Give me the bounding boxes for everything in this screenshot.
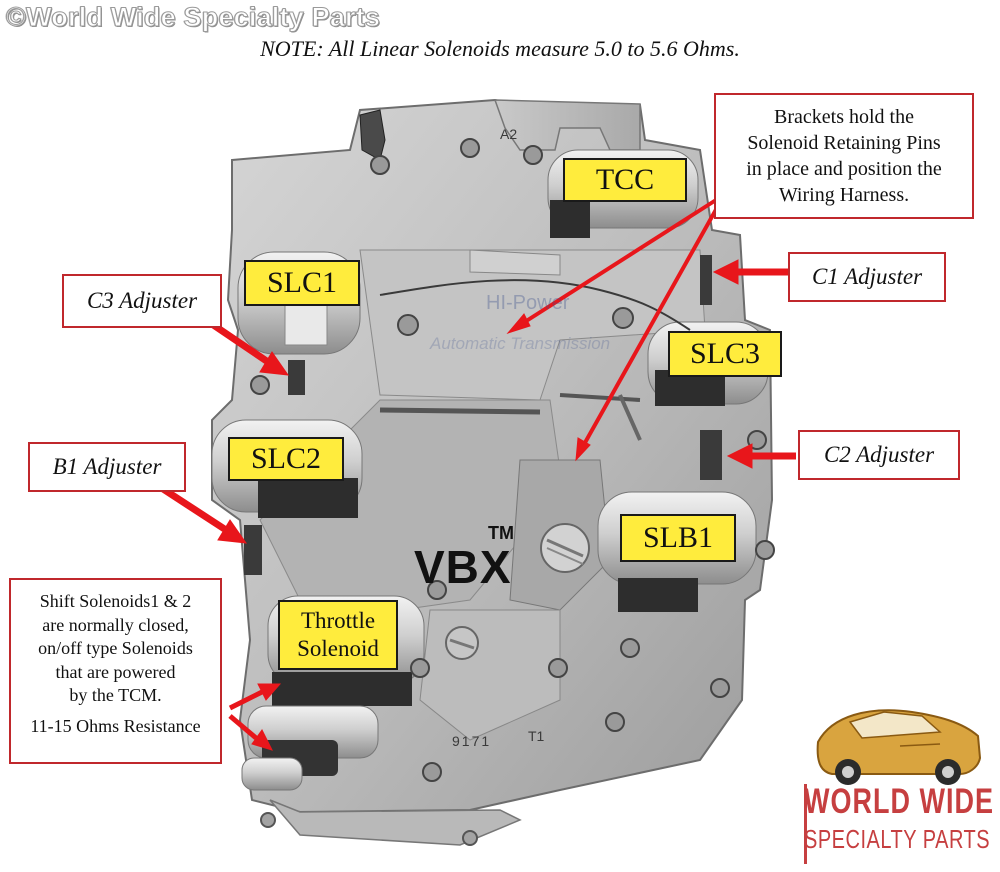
cast-mark-a2: A2	[500, 126, 518, 142]
retaining-brackets	[244, 109, 722, 575]
logo-line-2: SPECIALTY PARTS	[804, 826, 991, 855]
pointer-arrows	[158, 198, 796, 751]
label-throttle-solenoid: Throttle Solenoid	[278, 600, 398, 670]
c3-adjuster-callout: C3 Adjuster	[62, 274, 222, 328]
logo-line-1: WORLD WIDE	[804, 782, 994, 821]
cast-mark-code: 9171	[452, 733, 492, 749]
ohms-note: NOTE: All Linear Solenoids measure 5.0 t…	[260, 36, 740, 61]
shift-solenoids	[241, 705, 379, 791]
watermark-brand: HI-Power	[486, 292, 570, 314]
b1-adjuster-callout: B1 Adjuster	[28, 442, 186, 492]
shift-solenoids-callout: Shift Solenoids1 & 2 are normally closed…	[9, 578, 222, 764]
shift-solenoids-resistance: 11-15 Ohms Resistance	[30, 715, 201, 736]
c2-adjuster-callout: C2 Adjuster	[798, 430, 960, 480]
vbx-mark: VBX	[414, 541, 512, 593]
cast-mark-t1: T1	[528, 728, 545, 744]
c1-adjuster-callout: C1 Adjuster	[788, 252, 946, 302]
label-slc1: SLC1	[244, 260, 360, 306]
copyright-text: ©World Wide Specialty Parts	[5, 2, 381, 33]
brackets-callout: Brackets hold the Solenoid Retaining Pin…	[714, 93, 974, 219]
logo-car-illustration	[816, 709, 982, 785]
label-slc2: SLC2	[228, 437, 344, 481]
bolts	[250, 138, 775, 846]
label-slb1: SLB1	[620, 514, 736, 562]
accumulator-plug	[445, 523, 590, 660]
label-slc3: SLC3	[668, 331, 782, 377]
brackets-callout-text: Brackets hold the Solenoid Retaining Pin…	[746, 106, 942, 206]
watermark-sub: Automatic Transmission	[430, 334, 611, 353]
shift-solenoids-description: Shift Solenoids1 & 2 are normally closed…	[38, 591, 193, 705]
trademark-mark: TM	[488, 523, 514, 543]
label-tcc: TCC	[563, 158, 687, 202]
company-logo	[804, 784, 988, 864]
